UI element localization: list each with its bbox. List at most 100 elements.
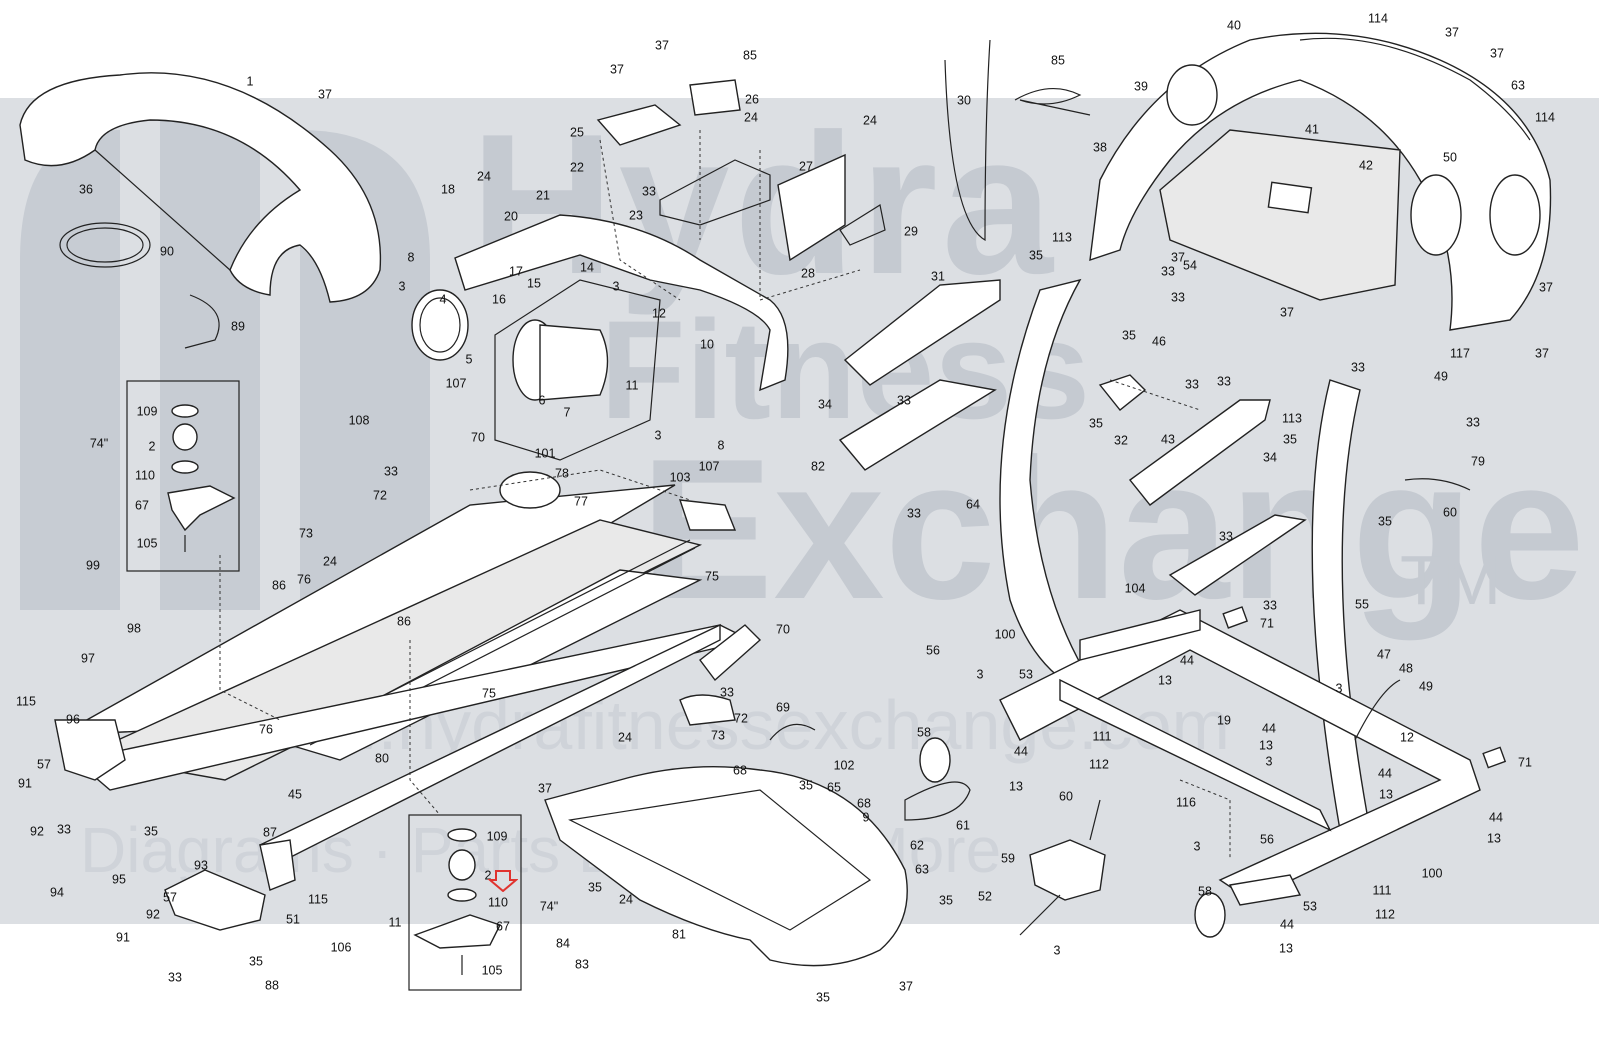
- callout-label-17: 17: [509, 264, 523, 278]
- callout-label-44: 44: [1262, 721, 1276, 735]
- callout-label-89: 89: [231, 319, 245, 333]
- callout-label-76: 76: [259, 722, 273, 736]
- callout-label-99: 99: [86, 558, 100, 572]
- callout-label-60: 60: [1059, 789, 1073, 803]
- callout-label-33: 33: [1171, 290, 1185, 304]
- inset-frame-bottom: [408, 814, 522, 991]
- callout-label-33: 33: [907, 506, 921, 520]
- callout-label-33: 33: [1351, 360, 1365, 374]
- callout-label-3: 3: [655, 428, 662, 442]
- callout-label-24: 24: [744, 110, 758, 124]
- callout-label-110: 110: [135, 468, 155, 482]
- callout-label-33: 33: [720, 685, 734, 699]
- base-tray: [544, 765, 908, 967]
- callout-label-63: 63: [915, 862, 929, 876]
- callout-label-44: 44: [1489, 810, 1503, 824]
- callout-label-3: 3: [1054, 943, 1061, 957]
- callout-label-13: 13: [1158, 673, 1172, 687]
- handrail-left: [843, 279, 1001, 386]
- callout-label-35: 35: [1089, 416, 1103, 430]
- highlight-arrow-icon: [488, 870, 518, 892]
- callout-label-87: 87: [263, 825, 277, 839]
- callout-label-80: 80: [375, 751, 389, 765]
- drive-belt: [411, 289, 469, 361]
- callout-label-27: 27: [799, 159, 813, 173]
- callout-label-35: 35: [249, 954, 263, 968]
- safety-wire: [944, 39, 991, 242]
- upright-left: [999, 278, 1092, 686]
- callout-label-3: 3: [613, 279, 620, 293]
- callout-label-14: 14: [580, 260, 594, 274]
- callout-label-105: 105: [137, 536, 158, 550]
- callout-label-106: 106: [331, 940, 352, 954]
- callout-label-18: 18: [441, 182, 455, 196]
- callout-label-83: 83: [575, 957, 589, 971]
- speaker-right: [1410, 174, 1462, 256]
- callout-label-33: 33: [1217, 374, 1231, 388]
- callout-label-100: 100: [1422, 866, 1443, 880]
- callout-label-35: 35: [1378, 514, 1392, 528]
- callout-label-116: 116: [1176, 795, 1196, 809]
- callout-label-10: 10: [700, 337, 714, 351]
- callout-label-107: 107: [699, 459, 720, 473]
- callout-label-100: 100: [995, 627, 1016, 641]
- electronics-panel: [777, 153, 846, 262]
- callout-layer: 1373690891824202122831715141645671071081…: [16, 11, 1555, 1004]
- callout-label-24: 24: [863, 113, 877, 127]
- callout-label-113: 113: [1282, 411, 1302, 425]
- callout-label-51: 51: [286, 912, 300, 926]
- callout-label-37: 37: [655, 38, 669, 52]
- callout-label-24: 24: [619, 892, 633, 906]
- callout-label-114: 114: [1368, 11, 1388, 25]
- end-cap-left: [54, 719, 126, 781]
- callout-label-24: 24: [618, 730, 632, 744]
- callout-label-109: 109: [487, 829, 508, 843]
- callout-label-7: 7: [564, 405, 571, 419]
- callout-label-85: 85: [1051, 53, 1065, 67]
- callout-label-73: 73: [299, 526, 313, 540]
- callout-label-75: 75: [482, 686, 496, 700]
- callout-label-33: 33: [57, 822, 71, 836]
- callout-label-33: 33: [897, 393, 911, 407]
- callout-label-68: 68: [733, 763, 747, 777]
- callout-label-13: 13: [1009, 779, 1023, 793]
- callout-label-37: 37: [1535, 346, 1549, 360]
- callout-label-78: 78: [555, 466, 569, 480]
- callout-label-104: 104: [1125, 581, 1146, 595]
- callout-label-91: 91: [18, 776, 32, 790]
- callout-label-6: 6: [539, 393, 546, 407]
- callout-label-12: 12: [1400, 730, 1414, 744]
- callout-label-60: 60: [1443, 505, 1457, 519]
- callout-label-97: 97: [81, 651, 95, 665]
- inset-frame-left: [126, 380, 240, 572]
- callout-label-93: 93: [194, 858, 208, 872]
- callout-label-42: 42: [1359, 158, 1373, 172]
- callout-label-33: 33: [1185, 377, 1199, 391]
- controller-tray: [596, 104, 682, 146]
- watermark-logo: [20, 120, 430, 610]
- callout-label-108: 108: [349, 413, 370, 427]
- callout-label-33: 33: [384, 464, 398, 478]
- callout-label-3: 3: [1194, 839, 1201, 853]
- callout-label-54: 54: [1183, 258, 1197, 272]
- callout-label-40: 40: [1227, 18, 1241, 32]
- callout-label-88: 88: [265, 978, 279, 992]
- callout-label-37: 37: [1539, 280, 1553, 294]
- motor-hood: [19, 72, 382, 303]
- callout-label-37: 37: [1490, 46, 1504, 60]
- callout-label-115: 115: [16, 694, 36, 708]
- callout-label-62: 62: [910, 838, 924, 852]
- callout-label-53: 53: [1303, 899, 1317, 913]
- callout-label-33: 33: [1219, 529, 1233, 543]
- callout-label-84: 84: [556, 936, 570, 950]
- callout-label-68: 68: [857, 796, 871, 810]
- callout-label-76: 76: [297, 572, 311, 586]
- callout-label-72: 72: [373, 488, 387, 502]
- rear-foot: [164, 869, 266, 931]
- callout-label-92: 92: [146, 907, 160, 921]
- callout-label-26: 26: [745, 92, 759, 106]
- callout-label-115: 115: [308, 892, 328, 906]
- callout-label-33: 33: [1263, 598, 1277, 612]
- callout-label-33: 33: [168, 970, 182, 984]
